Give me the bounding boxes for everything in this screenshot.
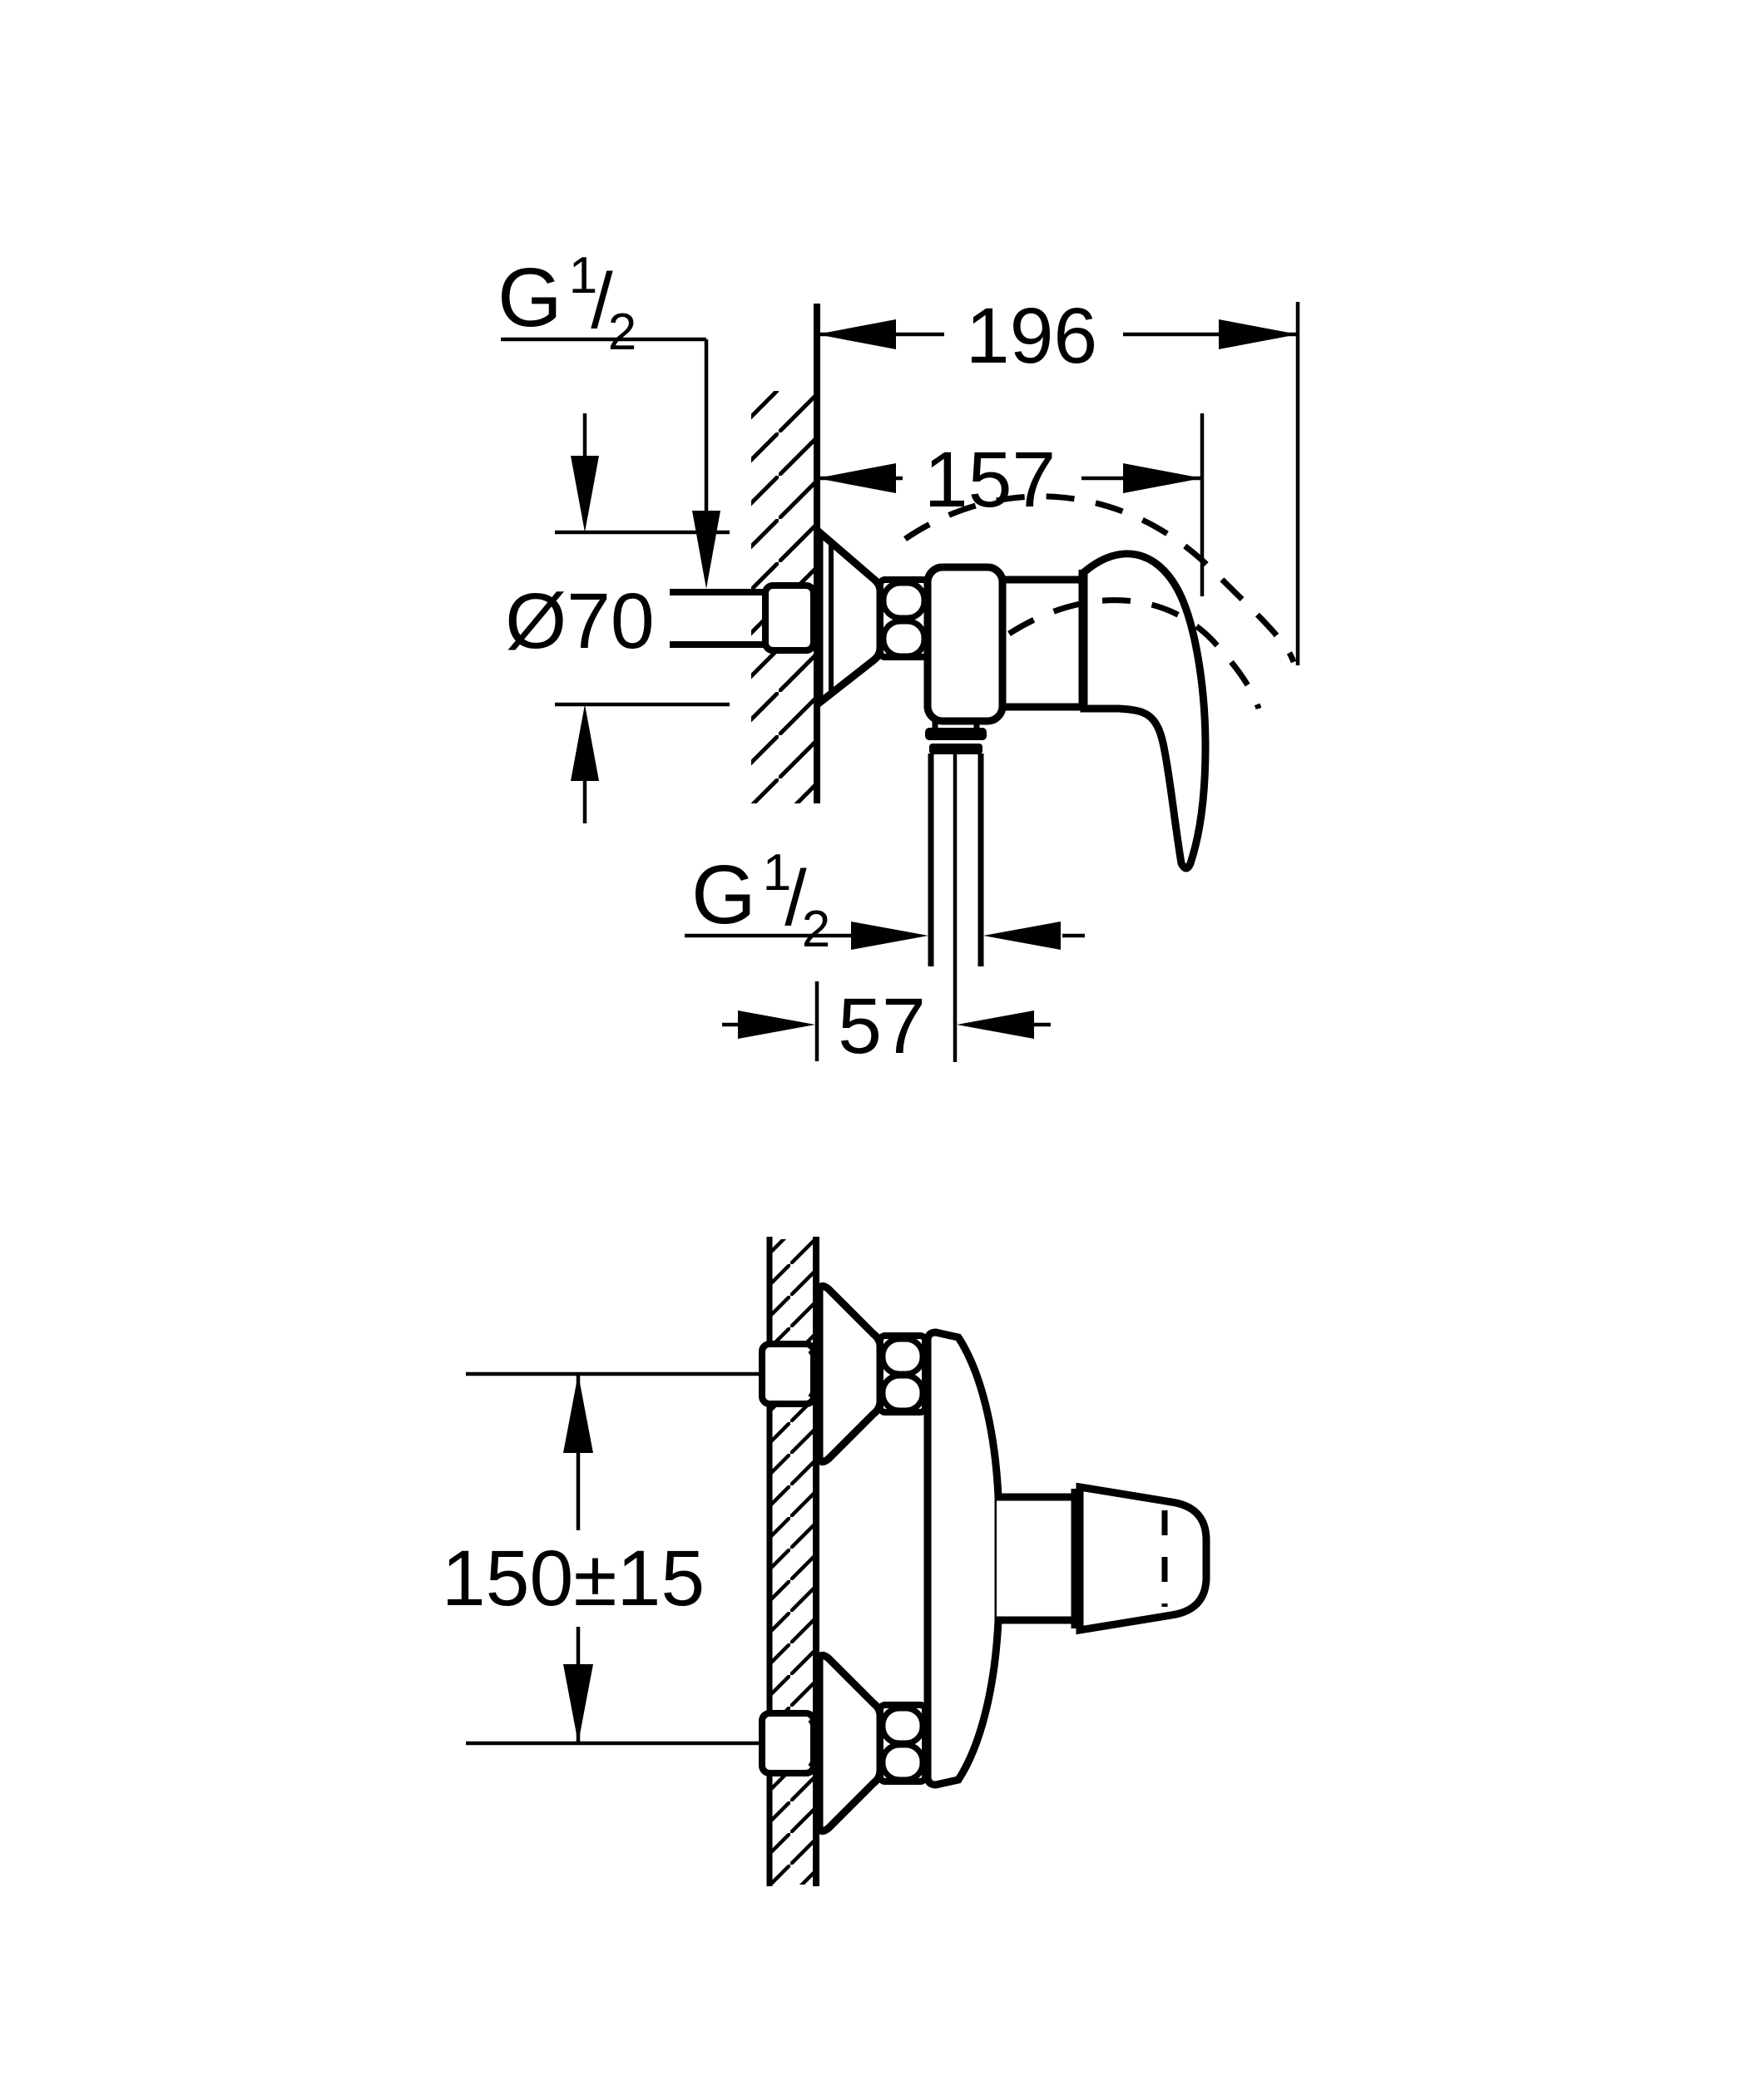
wall-section — [751, 304, 820, 803]
arrowhead-up — [571, 704, 599, 781]
arrowhead-left — [817, 319, 896, 349]
arrowhead-down — [571, 456, 599, 532]
escutcheon — [815, 1282, 884, 1466]
body-outline — [923, 1328, 1002, 1789]
thread-bottom-prefix: G — [691, 848, 756, 941]
thread-bottom-leader — [685, 922, 1085, 950]
supply-nut — [759, 1710, 817, 1776]
arrowhead-left — [957, 1010, 1034, 1039]
cartridge-housing — [923, 563, 1007, 725]
thread-top-prefix: G — [497, 251, 562, 344]
arrowhead-right — [738, 1010, 815, 1039]
lever-handle-plan — [1076, 1482, 1210, 1635]
thread-top-numerator: 1 — [569, 247, 597, 304]
escutcheon — [815, 1651, 884, 1836]
hex-nut — [877, 576, 931, 660]
supply-pipe — [670, 582, 822, 654]
dim-overall-depth: 196 — [817, 292, 1300, 665]
arrowhead-left — [983, 922, 1061, 950]
plan-view: 150±15 — [442, 1237, 1210, 1886]
wall-section-plan — [766, 1237, 819, 1886]
handle-outline — [1076, 1482, 1210, 1635]
dim-body-depth: 157 — [817, 413, 1205, 596]
arrowhead-down — [563, 1664, 593, 1743]
escutcheon — [815, 524, 884, 711]
thread-top-denominator: 2 — [608, 304, 636, 361]
valve-body — [923, 563, 1090, 725]
thread-top-leader — [501, 337, 720, 589]
hex-nut — [877, 1332, 928, 1416]
thread-bottom-denominator: 2 — [802, 901, 830, 958]
lever-handle — [1080, 550, 1210, 872]
arrowhead-right — [851, 922, 928, 950]
hose-outlet — [925, 721, 987, 1062]
arrowhead-right — [1123, 463, 1202, 493]
hex-nut — [877, 1702, 928, 1785]
dim-overall-depth-value: 196 — [966, 292, 1098, 380]
escutcheon-outline — [815, 524, 884, 711]
dim-body-depth-value: 157 — [924, 436, 1057, 524]
dim-inlet-spacing-value: 150±15 — [442, 1534, 705, 1623]
neck-mask — [997, 1500, 1073, 1617]
outlet-collar — [925, 728, 987, 740]
body-sleeve — [998, 576, 1088, 711]
arrowhead-down — [692, 511, 720, 589]
thread-top-slash: / — [591, 257, 613, 345]
supply-union-nut — [762, 582, 817, 654]
dim-escutcheon-diameter-value: Ø70 — [505, 577, 655, 665]
arrowhead-left — [817, 463, 896, 493]
supply-nut — [759, 1341, 817, 1407]
dim-inlet-spacing: 150±15 — [442, 1371, 762, 1746]
dim-outlet-offset-value: 57 — [838, 982, 926, 1070]
dim-outlet-offset: 57 — [722, 981, 1051, 1070]
lever-handle-raised — [903, 493, 1297, 710]
arrowhead-up — [563, 1374, 593, 1453]
mixer-body-plan — [923, 1328, 1082, 1789]
supply-union-top — [759, 1282, 928, 1466]
outlet-ring — [929, 744, 982, 754]
thread-bottom-slash: / — [784, 854, 807, 942]
arrowhead-right — [1219, 319, 1298, 349]
supply-union-bottom — [759, 1651, 928, 1836]
dim-escutcheon-diameter: Ø70 — [505, 413, 730, 823]
wall-hatch-plan — [770, 1239, 816, 1885]
thread-bottom-numerator: 1 — [763, 844, 791, 902]
